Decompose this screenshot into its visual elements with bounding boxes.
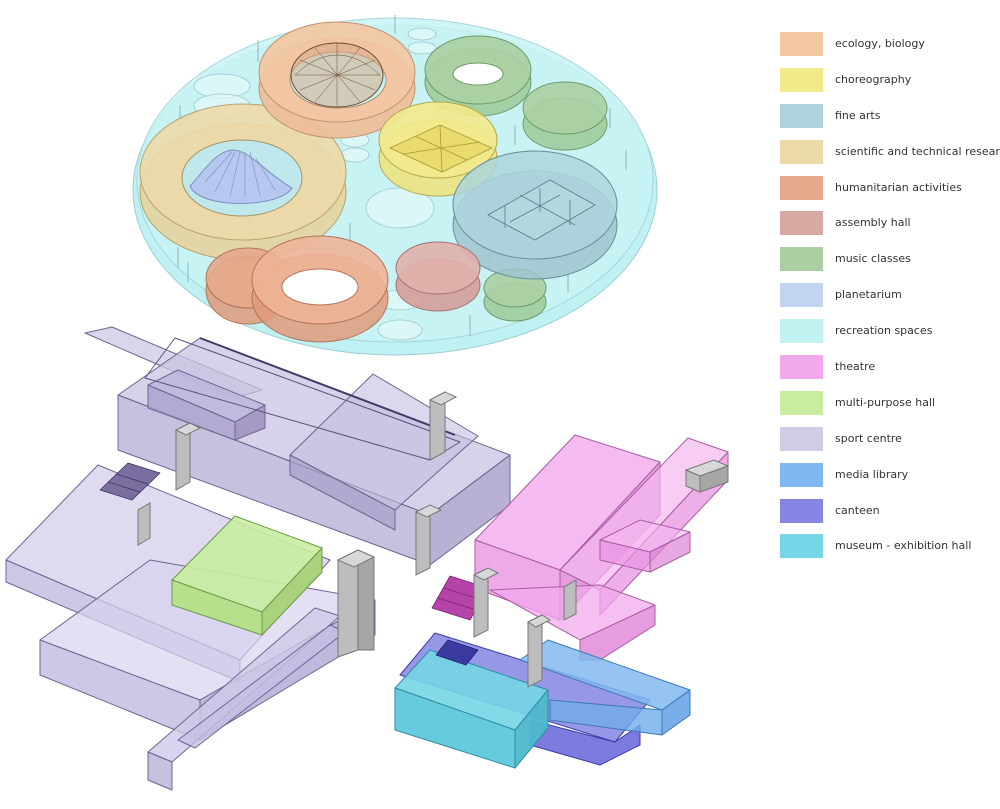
lower-right-block: [394, 632, 691, 769]
legend-swatch: [780, 67, 823, 92]
legend-item: recreation spaces: [780, 315, 995, 351]
legend-label: fine arts: [835, 108, 881, 122]
legend-swatch: [780, 319, 823, 344]
legend-item: planetarium: [780, 279, 995, 315]
legend-label: recreation spaces: [835, 324, 933, 338]
legend-label: theatre: [835, 360, 876, 374]
legend-swatch: [780, 498, 823, 523]
legend-label: humanitarian activities: [835, 180, 962, 194]
legend-label: multi-purpose hall: [835, 395, 936, 409]
legend-swatch: [780, 139, 823, 164]
ecology-ring: [258, 21, 416, 139]
legend-label: ecology, biology: [835, 37, 925, 50]
legend-swatch: [780, 283, 823, 308]
service-cores: [137, 391, 730, 688]
legend-swatch: [780, 355, 823, 380]
stairs: [99, 462, 161, 501]
legend-swatch: [780, 247, 823, 272]
legend-label: media library: [835, 467, 909, 481]
legend-swatch: [780, 211, 823, 236]
legend-label: music classes: [835, 252, 911, 266]
legend-item: media library: [780, 459, 995, 495]
legend-swatch: [780, 175, 823, 200]
legend-item: multi-purpose hall: [780, 387, 995, 423]
fine-arts-cylinder: [452, 150, 618, 280]
legend-item: scientific and technical research: [780, 136, 1000, 172]
choreography-cylinder: [378, 101, 498, 197]
legend-label: scientific and technical research: [835, 144, 1000, 158]
legend-item: canteen: [780, 495, 995, 531]
canteen-stairs: [435, 639, 479, 666]
legend-item: humanitarian activities: [780, 172, 995, 208]
legend-swatch: [780, 534, 823, 559]
legend-item: ecology, biology: [780, 28, 995, 64]
legend-item: fine arts: [780, 100, 995, 136]
legend-swatch: [780, 426, 823, 451]
legend-swatch: [780, 462, 823, 487]
legend-swatch: [780, 103, 823, 128]
legend-label: assembly hall: [835, 216, 911, 230]
legend-label: canteen: [835, 503, 880, 517]
legend-item: assembly hall: [780, 207, 995, 243]
legend-item: choreography: [780, 64, 995, 100]
legend: ecology, biology choreography fine arts sci…: [780, 28, 1000, 566]
legend-label: choreography: [835, 72, 912, 86]
multi-purpose-hall: [171, 515, 323, 637]
assembly-hall-cylinder: [395, 241, 481, 312]
upper-disc: [132, 15, 658, 356]
legend-item: music classes: [780, 243, 995, 279]
legend-label: museum - exhibition hall: [835, 539, 972, 553]
legend-swatch: [780, 32, 823, 56]
legend-item: sport centre: [780, 423, 995, 459]
legend-label: planetarium: [835, 288, 902, 302]
legend-swatch: [780, 390, 823, 415]
legend-item: theatre: [780, 351, 995, 387]
humanitarian-ring: [205, 235, 389, 343]
legend-item: museum - exhibition hall: [780, 530, 995, 566]
planetarium-dome: [189, 149, 293, 204]
legend-label: sport centre: [835, 431, 902, 445]
